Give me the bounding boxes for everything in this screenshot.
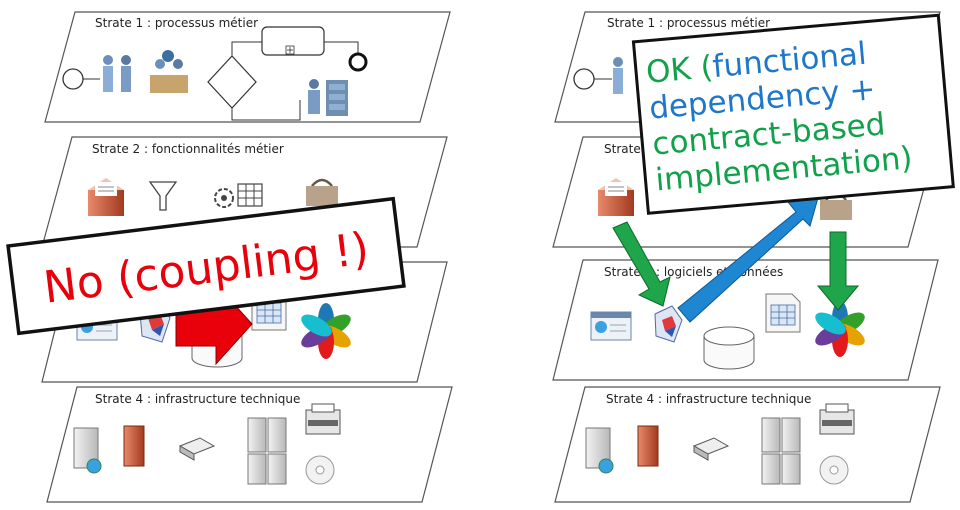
left-strate-1: Strate 1 : processus métier xyxy=(44,11,451,123)
left-strate-4: Strate 4 : infrastructure technique xyxy=(46,386,453,503)
right-strate-1-label: Strate 1 : processus métier xyxy=(607,16,770,30)
right-scanner-icon xyxy=(692,437,730,461)
right-strate-4: Strate 4 : infrastructure technique xyxy=(554,386,941,503)
right-database-cylinder-icon xyxy=(703,326,755,370)
filter-funnel-icon xyxy=(148,181,178,211)
right-handshake-people-icon xyxy=(613,57,623,94)
cd-disc-icon xyxy=(305,455,335,485)
petal-flower-logo-icon xyxy=(301,303,351,359)
right-envelope-icon xyxy=(598,178,634,216)
right-browser-window-icon xyxy=(590,311,632,341)
right-firewall-icon xyxy=(637,425,659,467)
right-server-cluster-icon xyxy=(761,417,801,485)
left-strate-4-label: Strate 4 : infrastructure technique xyxy=(95,392,300,406)
envelope-icon xyxy=(88,178,124,216)
start-event-icon xyxy=(62,68,84,90)
right-strate-3-label: Strate 3 : logiciels et données xyxy=(604,265,783,279)
right-spreadsheet-document-icon xyxy=(765,293,801,333)
lock-box-icon xyxy=(306,178,338,206)
left-column: Strate 1 : processus métier xyxy=(6,11,453,503)
server-cluster-icon xyxy=(247,417,287,485)
right-cd-disc-icon xyxy=(819,455,849,485)
scanner-icon xyxy=(178,437,216,461)
left-strate-2-label: Strate 2 : fonctionnalités métier xyxy=(92,142,284,156)
left-strate-1-label: Strate 1 : processus métier xyxy=(95,16,258,30)
plus-text: + xyxy=(838,71,877,110)
green-dependency-arrow-down-right xyxy=(816,231,860,311)
right-printer-icon xyxy=(819,403,855,435)
printer-icon xyxy=(305,403,341,435)
clerk-cabinet-icon xyxy=(308,79,348,116)
end-event-icon xyxy=(348,52,368,72)
meeting-people-icon xyxy=(150,50,188,93)
right-component-cube-icon xyxy=(654,305,683,343)
right-web-server-icon xyxy=(585,427,614,474)
green-dependency-arrow-down-left xyxy=(612,221,671,307)
right-petal-flower-logo-icon xyxy=(815,301,865,357)
right-strate-2-label: Strate 2 xyxy=(604,142,652,156)
right-strate-3: Strate 3 : logiciels et données xyxy=(552,259,939,381)
ok-prefix-text: OK ( xyxy=(645,49,715,91)
gear-calendar-icon xyxy=(214,183,263,208)
subprocess-task-icon xyxy=(261,26,325,56)
right-column: Strate 1 : processus métier Strate 2 xyxy=(552,11,955,503)
right-strate-4-label: Strate 4 : infrastructure technique xyxy=(606,392,811,406)
handshake-people-icon xyxy=(103,55,131,92)
right-start-event-icon xyxy=(573,68,595,90)
ok-callout: OK (functional dependency + contract-bas… xyxy=(631,13,955,215)
web-server-icon xyxy=(73,427,102,474)
firewall-icon xyxy=(123,425,145,467)
